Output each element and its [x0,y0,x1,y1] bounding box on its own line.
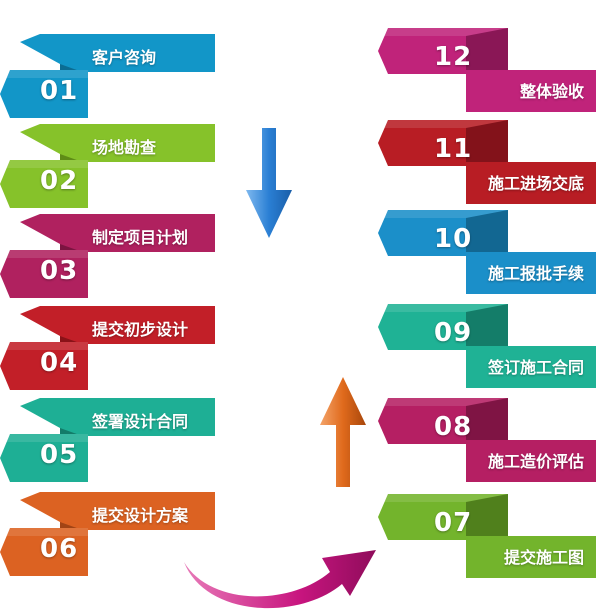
ribbon-shape [378,398,596,482]
step-number: 05 [40,440,79,470]
step-number: 10 [434,224,473,254]
step-label: 签订施工合同 [487,358,584,377]
ribbon-shape [378,304,596,388]
curved-arrow-icon [184,550,376,609]
ribbon-shape [378,28,596,112]
step-number: 02 [40,166,79,196]
step-card: 06 提交设计方案 [0,492,220,578]
step-card: 04 提交初步设计 [0,306,220,392]
step-number: 08 [434,412,473,442]
step-number: 11 [434,134,473,164]
step-label: 施工报批手续 [487,264,584,283]
step-number: 07 [434,508,473,538]
ribbon-shape [378,120,596,204]
step-number: 06 [40,534,79,564]
down-arrow-icon [246,128,292,238]
step-label: 场地勘查 [92,138,157,157]
step-label: 提交设计方案 [92,506,189,525]
ribbon-shape [0,124,215,208]
step-card: 12 整体验收 [378,28,598,114]
step-card: 05 签署设计合同 [0,398,220,484]
ribbon-shape [0,398,215,482]
step-card: 03 制定项目计划 [0,214,220,300]
step-card: 07 提交施工图 [378,494,598,580]
step-card: 01 客户咨询 [0,34,220,120]
step-label: 制定项目计划 [92,228,189,247]
step-card: 08 施工造价评估 [378,398,598,484]
step-card: 09 签订施工合同 [378,304,598,390]
step-number: 01 [40,76,79,106]
step-card: 11 施工进场交底 [378,120,598,206]
ribbon-shape [0,34,215,118]
step-label: 签署设计合同 [92,412,189,431]
ribbon-shape [378,494,596,578]
step-number: 04 [40,348,79,378]
ribbon-shape [0,306,215,390]
ribbon-shape [378,210,596,294]
step-number: 03 [40,256,79,286]
step-label: 整体验收 [519,82,584,101]
step-label: 施工造价评估 [487,452,584,471]
ribbon-shape [0,492,215,576]
step-label: 提交初步设计 [92,320,189,339]
step-card: 10 施工报批手续 [378,210,598,296]
step-number: 12 [434,42,473,72]
step-card: 02 场地勘查 [0,124,220,210]
up-arrow-icon [320,377,366,487]
step-label: 提交施工图 [503,548,584,567]
step-label: 客户咨询 [92,48,157,67]
ribbon-shape [0,214,215,298]
step-number: 09 [434,318,473,348]
step-label: 施工进场交底 [487,174,584,193]
